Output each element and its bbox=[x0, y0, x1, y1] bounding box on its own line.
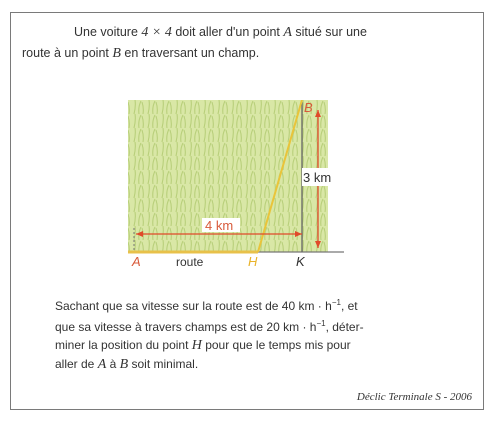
intro-text-part: Une voiture bbox=[74, 25, 142, 39]
intro-text: Une voiture 4 × 4 doit aller d'un point … bbox=[22, 22, 452, 64]
point-b-math: B bbox=[112, 46, 121, 61]
question-part: , déter- bbox=[325, 320, 364, 334]
question-part: que sa vitesse à travers champs est de 2… bbox=[55, 320, 317, 334]
label-3km-bg bbox=[302, 168, 342, 186]
question-part: pour que le temps mis pour bbox=[201, 338, 351, 352]
point-b-math: B bbox=[119, 357, 129, 372]
label-b: B bbox=[304, 100, 313, 115]
point-a-math: A bbox=[97, 357, 107, 372]
field-road-figure: 3 km 4 km B A route H K bbox=[118, 99, 344, 269]
arrow-4km-left-head bbox=[136, 231, 143, 237]
exponent: −1 bbox=[316, 319, 326, 328]
label-route: route bbox=[176, 255, 204, 268]
label-4km-bg bbox=[202, 218, 240, 232]
question-text: Sachant que sa vitesse sur la route est … bbox=[55, 294, 455, 374]
intro-text-part: situé sur une bbox=[291, 25, 367, 39]
question-part: miner la position du point bbox=[55, 338, 192, 352]
source-citation: Déclic Terminale S - 2006 bbox=[356, 391, 472, 403]
label-h: H bbox=[248, 254, 258, 268]
arrow-4km-right-head bbox=[295, 231, 302, 237]
intro-text-part: route à un point bbox=[22, 46, 113, 60]
label-3km: 3 km bbox=[303, 170, 331, 185]
question-part: Sachant que sa vitesse sur la route est … bbox=[55, 299, 332, 313]
question-part: à bbox=[106, 357, 120, 371]
label-4km: 4 km bbox=[205, 218, 233, 233]
question-part: soit minimal. bbox=[128, 357, 199, 371]
intro-text-part: doit aller d'un point bbox=[171, 25, 284, 39]
arrow-3km-bottom-head bbox=[315, 241, 321, 248]
question-part: aller de bbox=[55, 357, 98, 371]
point-h-math: H bbox=[191, 338, 202, 353]
intro-text-part: en traversant un champ. bbox=[120, 46, 260, 60]
hb-path bbox=[257, 99, 303, 253]
exponent: −1 bbox=[331, 298, 341, 307]
question-part: , et bbox=[340, 299, 358, 313]
dimension-math: 4 × 4 bbox=[141, 25, 172, 40]
label-a: A bbox=[131, 254, 141, 268]
label-k: K bbox=[296, 254, 306, 268]
point-a-math: A bbox=[283, 25, 292, 40]
arrow-3km-top-head bbox=[315, 110, 321, 117]
